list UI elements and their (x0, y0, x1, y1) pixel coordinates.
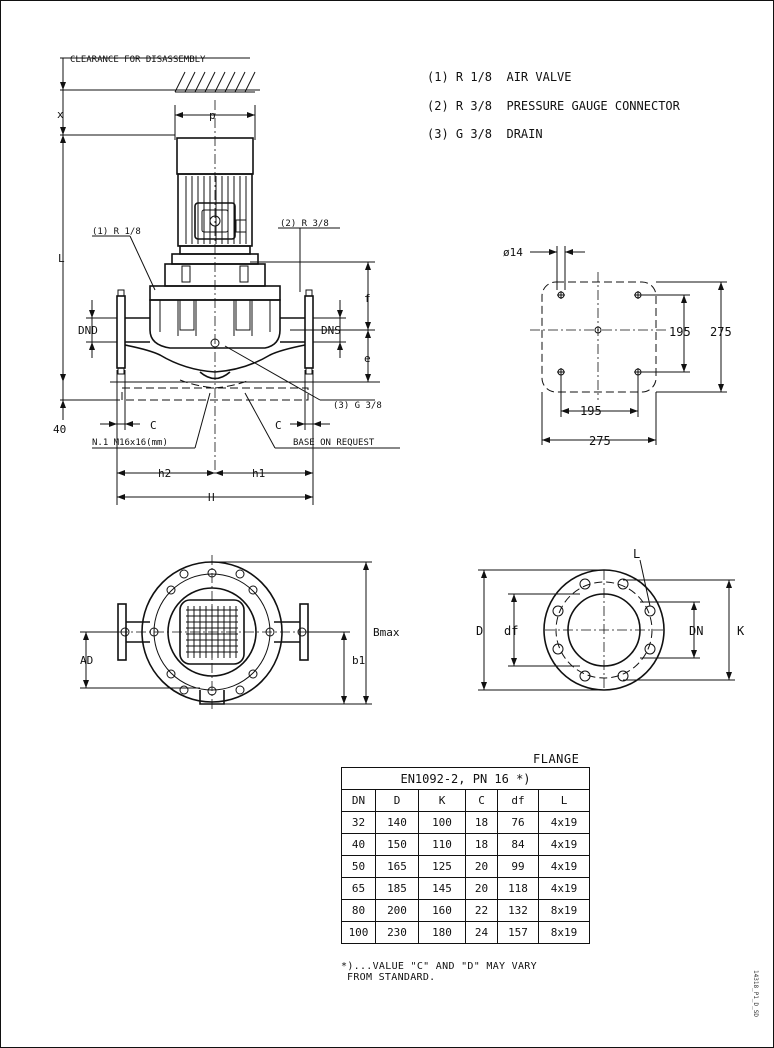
dim-L: L (58, 252, 65, 265)
cell: 20 (465, 855, 498, 878)
table-row: 32 140 100 18 76 4x19 (341, 811, 590, 834)
dim-K: K (737, 624, 745, 638)
cell: 50 (341, 855, 376, 878)
cell: 118 (497, 877, 539, 900)
col-header-dn: DN (341, 789, 376, 812)
dim-x: x (57, 108, 64, 121)
cell: 150 (375, 833, 419, 856)
col-header-l: L (538, 789, 590, 812)
cell: 165 (375, 855, 419, 878)
dim-C-right: C (275, 419, 282, 432)
cell: 76 (497, 811, 539, 834)
table-header-row: DN D K C df L (341, 789, 590, 812)
cell: 100 (418, 811, 466, 834)
cell: 157 (497, 921, 539, 944)
base-plate-plan: ø14 195 275 195 275 (503, 246, 732, 448)
dim-df: df (504, 624, 518, 638)
col-header-c: C (465, 789, 498, 812)
dim-L-flange: L (633, 547, 640, 561)
dim-f: f (364, 292, 371, 305)
flange-face-view: D df DN K L (476, 547, 745, 691)
legend-item-1: (1) R 1/8 AIR VALVE (427, 70, 572, 84)
flange-table: EN1092-2, PN 16 *) DN D K C df L 32 140 … (341, 767, 590, 944)
col-header-k: K (418, 789, 466, 812)
cell: 80 (341, 899, 376, 922)
cell: 185 (375, 877, 419, 900)
dim-h2: h2 (158, 467, 171, 480)
cell: 18 (465, 811, 498, 834)
flange-table-note: *)...VALUE "C" AND "D" MAY VARY FROM STA… (341, 961, 601, 983)
cell: 99 (497, 855, 539, 878)
cell: 145 (418, 877, 466, 900)
clearance-label: CLEARANCE FOR DISASSEMBLY (70, 55, 206, 65)
drawing-code: 14318_P1_D_SD (752, 970, 759, 1017)
cell: 230 (375, 921, 419, 944)
cell: 100 (341, 921, 376, 944)
dim-DN: DN (689, 624, 703, 638)
legend: (1) R 1/8 AIR VALVE (2) R 3/8 PRESSURE G… (427, 70, 681, 141)
col-header-df: df (497, 789, 539, 812)
dim-phi14: ø14 (503, 246, 523, 259)
cell: 20 (465, 877, 498, 900)
cell: 132 (497, 899, 539, 922)
table-row: 80 200 160 22 132 8x19 (341, 899, 590, 922)
tag-3: (3) G 3/8 (333, 401, 382, 411)
dim-275-v: 275 (710, 325, 732, 339)
dim-275-h: 275 (589, 434, 611, 448)
cell: 24 (465, 921, 498, 944)
dim-AD: AD (80, 654, 93, 667)
flange-standard: EN1092-2, PN 16 *) (341, 767, 590, 790)
anchor-label: N.1 M16x16(mm) (92, 438, 168, 448)
dim-DND: DND (78, 324, 98, 337)
dim-195-h: 195 (580, 404, 602, 418)
dim-Bmax: Bmax (373, 626, 400, 639)
base-label: BASE ON REQUEST (293, 438, 375, 448)
dim-40: 40 (53, 423, 66, 436)
table-row: 100 230 180 24 157 8x19 (341, 921, 590, 944)
pump-front-elevation: CLEARANCE FOR DISASSEMBLY x p L (1) R 1/… (53, 55, 400, 505)
col-header-d: D (375, 789, 419, 812)
note-line-1: *)...VALUE "C" AND "D" MAY VARY (341, 961, 537, 972)
legend-item-2: (2) R 3/8 PRESSURE GAUGE CONNECTOR (427, 99, 681, 113)
table-row: 50 165 125 20 99 4x19 (341, 855, 590, 878)
pump-top-view: AD Bmax b1 (80, 555, 400, 712)
table-row: 40 150 110 18 84 4x19 (341, 833, 590, 856)
cell: 32 (341, 811, 376, 834)
dim-195-v: 195 (669, 325, 691, 339)
dim-DNS: DNS (321, 324, 341, 337)
cell: 65 (341, 877, 376, 900)
dim-p: p (209, 109, 216, 122)
flange-table-title: FLANGE (533, 752, 580, 766)
cell: 180 (418, 921, 466, 944)
legend-item-3: (3) G 3/8 DRAIN (427, 127, 543, 141)
dim-h1: h1 (252, 467, 265, 480)
dim-D: D (476, 624, 483, 638)
note-line-2: FROM STANDARD. (347, 972, 436, 983)
cell: 110 (418, 833, 466, 856)
cell: 8x19 (538, 921, 590, 944)
dim-e: e (364, 352, 371, 365)
dim-b1: b1 (352, 654, 365, 667)
tag-2: (2) R 3/8 (280, 219, 329, 229)
cell: 4x19 (538, 877, 590, 900)
cell: 4x19 (538, 855, 590, 878)
tag-1: (1) R 1/8 (92, 227, 141, 237)
cell: 125 (418, 855, 466, 878)
dim-C-left: C (150, 419, 157, 432)
cell: 160 (418, 899, 466, 922)
cell: 18 (465, 833, 498, 856)
cell: 140 (375, 811, 419, 834)
cell: 200 (375, 899, 419, 922)
table-row: 65 185 145 20 118 4x19 (341, 877, 590, 900)
cell: 4x19 (538, 811, 590, 834)
cell: 84 (497, 833, 539, 856)
cell: 8x19 (538, 899, 590, 922)
cell: 4x19 (538, 833, 590, 856)
cell: 40 (341, 833, 376, 856)
cell: 22 (465, 899, 498, 922)
dim-H: H (208, 491, 215, 504)
